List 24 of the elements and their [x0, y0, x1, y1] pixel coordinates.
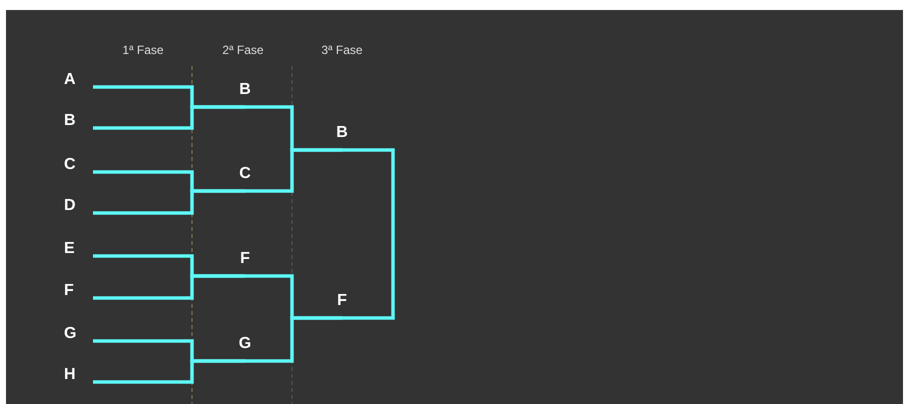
phase-header: 3ª Fase: [321, 42, 363, 58]
bracket-line: [93, 189, 245, 215]
winner-label: B: [239, 80, 251, 100]
bracket-line: [245, 316, 342, 363]
phase-header: 2ª Fase: [222, 42, 264, 58]
bracket-line: [93, 105, 245, 130]
winner-label: B: [336, 123, 348, 143]
bracket-line: [93, 274, 245, 300]
team-label: G: [63, 324, 76, 344]
team-label: B: [63, 111, 76, 131]
team-label: E: [63, 239, 75, 259]
team-label: H: [63, 365, 76, 385]
team-label: D: [63, 196, 76, 216]
bracket-line: [245, 148, 342, 193]
winner-label: F: [240, 249, 250, 269]
winner-label: C: [239, 164, 251, 184]
team-label: F: [63, 281, 74, 301]
bracket-line: [342, 148, 395, 320]
phase-header: 1ª Fase: [122, 42, 164, 58]
bracket-line: [93, 359, 245, 384]
team-label: A: [63, 70, 76, 90]
winner-label: G: [238, 334, 252, 354]
team-label: C: [63, 155, 76, 175]
winner-label: F: [337, 291, 347, 311]
